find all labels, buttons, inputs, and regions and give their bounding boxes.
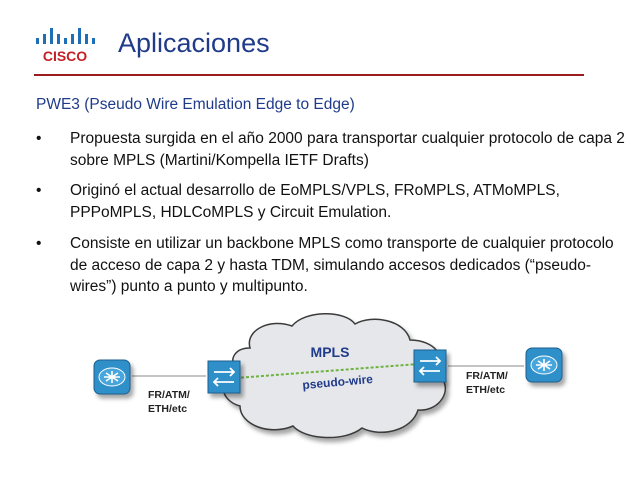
slide-title: Aplicaciones bbox=[118, 28, 270, 58]
bullet-text: Consiste en utilizar un backbone MPLS co… bbox=[70, 235, 614, 295]
bullet-item: • Consiste en utilizar un backbone MPLS … bbox=[36, 233, 626, 298]
slide-subtitle: PWE3 (Pseudo Wire Emulation Edge to Edge… bbox=[36, 96, 355, 113]
switch-icon bbox=[207, 360, 241, 394]
bullet-marker: • bbox=[36, 130, 42, 147]
logo-text: CISCO bbox=[43, 48, 87, 64]
pseudowire-diagram: MPLS pseudo-wire FR/ATM/ ETH/etc FR/ATM/… bbox=[93, 313, 563, 439]
right-access-label: FR/ATM/ ETH/etc bbox=[466, 370, 511, 396]
switch-icon bbox=[413, 349, 447, 383]
mpls-cloud bbox=[222, 313, 447, 439]
cisco-logo: CISCO bbox=[36, 28, 95, 64]
left-access-label: FR/ATM/ ETH/etc bbox=[148, 389, 193, 415]
router-icon bbox=[93, 359, 131, 395]
bullet-item: • Originó el actual desarrollo de EoMPLS… bbox=[36, 180, 626, 223]
bullet-text: Propuesta surgida en el año 2000 para tr… bbox=[70, 130, 625, 169]
bullet-item: • Propuesta surgida en el año 2000 para … bbox=[36, 128, 626, 171]
bullet-marker: • bbox=[36, 182, 42, 199]
bullet-text: Originó el actual desarrollo de EoMPLS/V… bbox=[70, 182, 560, 221]
pseudowire-link bbox=[235, 363, 419, 379]
mpls-label: MPLS bbox=[311, 344, 350, 360]
title-divider bbox=[34, 74, 584, 76]
pseudowire-label: pseudo-wire bbox=[302, 372, 374, 392]
bullet-marker: • bbox=[36, 235, 42, 252]
router-icon bbox=[525, 347, 563, 383]
